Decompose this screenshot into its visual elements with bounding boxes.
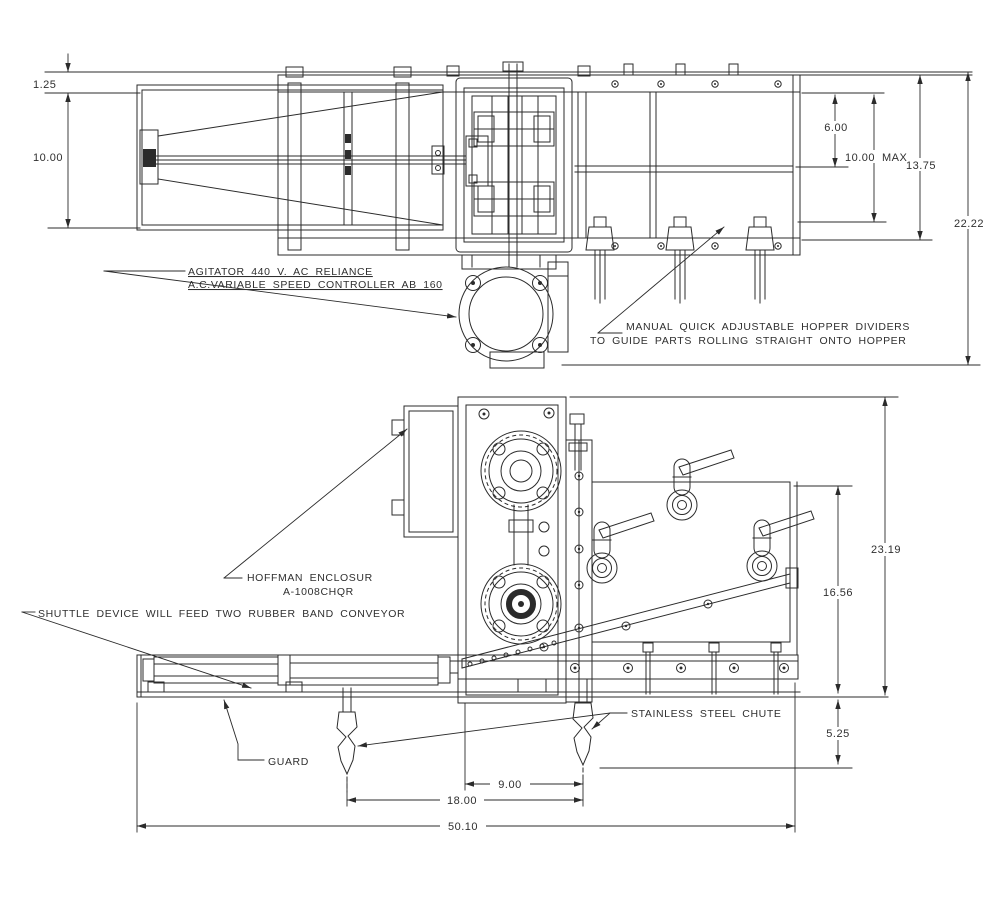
agitator-housing (136, 66, 489, 251)
clamp-handle (666, 449, 735, 521)
dimensions-top-view: 1.25 10.00 6.00 10.00 MAX 13.75 22.22 (33, 53, 990, 366)
annotation-agitator-line2: A.C.VARIABLE SPEED CONTROLLER AB 160 (188, 279, 443, 291)
annotation-hopper-dividers-line1: MANUAL QUICK ADJUSTABLE HOPPER DIVIDERS (626, 321, 910, 333)
sprocket-shaft (508, 504, 550, 566)
annotation-shuttle: SHUTTLE DEVICE WILL FEED TWO RUBBER BAND… (38, 608, 405, 620)
dim-divider-max-suffix: MAX (882, 152, 908, 164)
annotation-hoffman-line1: HOFFMAN ENCLOSUR (247, 572, 373, 584)
drive-motor (458, 251, 569, 369)
mount-strip (565, 413, 593, 703)
dim-overall-top: 22.22 (954, 218, 984, 230)
dim-overall-length: 50.10 (448, 821, 478, 833)
shuttle-arm (136, 654, 459, 698)
hoffman-enclosure (391, 405, 459, 538)
inclined-conveyor (461, 567, 799, 669)
dim-agitator-height: 10.00 (33, 152, 63, 164)
dimensions-side-view: 23.19 16.56 5.25 9.00 18.00 50.10 (136, 396, 908, 833)
top-view-plan (136, 61, 801, 369)
hopper-frame (277, 74, 801, 256)
annotation-hoffman-line2: A-1008CHQR (283, 586, 354, 598)
clamp-handle (746, 510, 815, 582)
annotation-chute: STAINLESS STEEL CHUTE (631, 708, 781, 720)
dim-divider-first: 6.00 (824, 122, 847, 134)
dim-chute-spacing: 18.00 (447, 795, 477, 807)
annotation-texts: AGITATOR 440 V. AC RELIANCE A.C.VARIABLE… (38, 266, 910, 768)
chute-left (336, 687, 358, 793)
sprocket-top (480, 430, 562, 512)
annotation-hopper-dividers-line2: TO GUIDE PARTS ROLLING STRAIGHT ONTO HOP… (590, 335, 906, 347)
annotation-agitator-line1: AGITATOR 440 V. AC RELIANCE (188, 266, 373, 278)
dim-chute-center-offset: 9.00 (498, 779, 521, 791)
annotation-leaders (21, 226, 725, 761)
roller-assembly (431, 61, 591, 253)
chute-right (572, 678, 594, 784)
base-frame (136, 678, 889, 698)
dim-divider-max: 10.00 (845, 152, 875, 164)
clamp-handle (586, 512, 655, 584)
hopper-section (574, 63, 794, 250)
bottom-rail (457, 642, 799, 695)
dim-overall-height: 23.19 (871, 544, 901, 556)
dim-chute-drop: 5.25 (826, 728, 849, 740)
dim-offset-top: 1.25 (33, 79, 56, 91)
hopper-divider-rods (585, 216, 775, 304)
annotation-guard: GUARD (268, 756, 309, 768)
sprocket-bottom (480, 563, 562, 645)
dim-hopper-width: 13.75 (906, 160, 936, 172)
dim-panel-height: 16.56 (823, 587, 853, 599)
side-view-elevation (136, 396, 889, 793)
